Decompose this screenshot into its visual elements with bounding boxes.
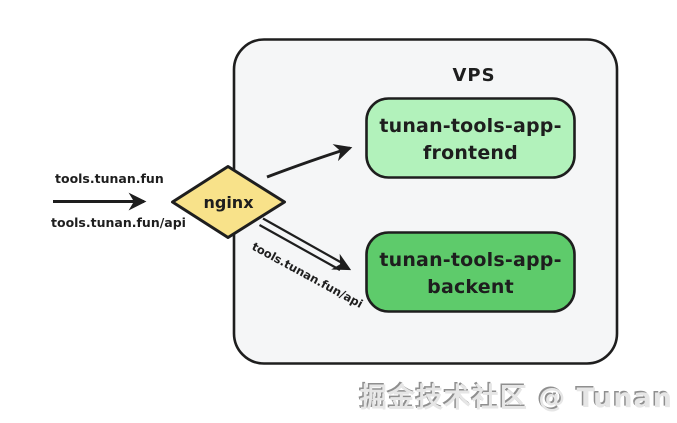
frontend-label-line1: tunan-tools-app- xyxy=(379,115,561,137)
vps-box xyxy=(232,38,619,365)
nginx-label: nginx xyxy=(203,193,254,212)
backend-box xyxy=(365,231,576,313)
incoming-route-top: tools.tunan.fun xyxy=(55,171,164,186)
watermark-text: 掘金技术社区 @ Tunan xyxy=(359,383,673,414)
nginx-diamond xyxy=(171,165,286,239)
vps-label: VPS xyxy=(452,65,495,86)
frontend-label-line2: frontend xyxy=(423,142,518,164)
backend-label-line2: backent xyxy=(427,276,514,298)
frontend-box xyxy=(365,97,576,179)
nginx-to-backend-arrow-line1 xyxy=(262,217,344,265)
nginx-to-backend-arrow-line2 xyxy=(258,224,341,271)
incoming-route-bottom: tools.tunan.fun/api xyxy=(51,215,186,230)
nginx-to-frontend-arrow xyxy=(266,144,353,179)
backend-label-line1: tunan-tools-app- xyxy=(379,249,561,271)
